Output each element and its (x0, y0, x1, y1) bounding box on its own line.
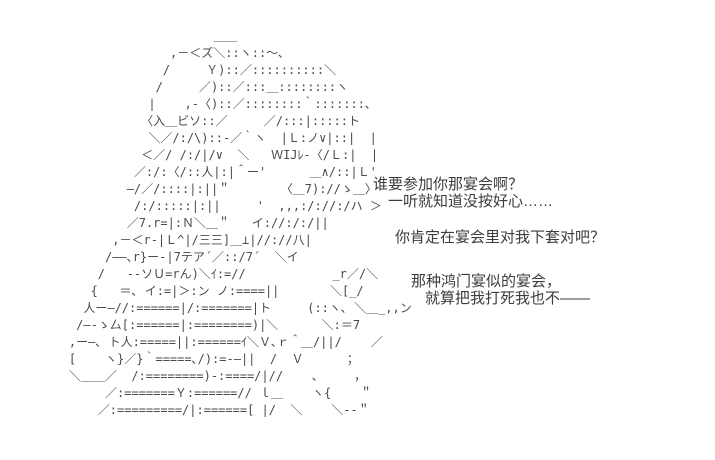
dialogue-line-2: 一听就知道没按好心…… (388, 193, 554, 210)
dialogue-line-1: 谁要参加你那宴会啊？ (373, 176, 524, 193)
ascii-art-character: ＿＿ ,－＜ズ＼::ヽ::～､ / Ｙ)::／::::::::::＼ / ／):… (68, 29, 412, 417)
dialogue-line-3: 你肯定在宴会里对我下套对吧？ (395, 229, 606, 246)
dialogue-line-5: 就算把我打死我也不—— (425, 290, 591, 307)
dialogue-line-4: 那种鸿门宴似的宴会， (411, 273, 562, 290)
